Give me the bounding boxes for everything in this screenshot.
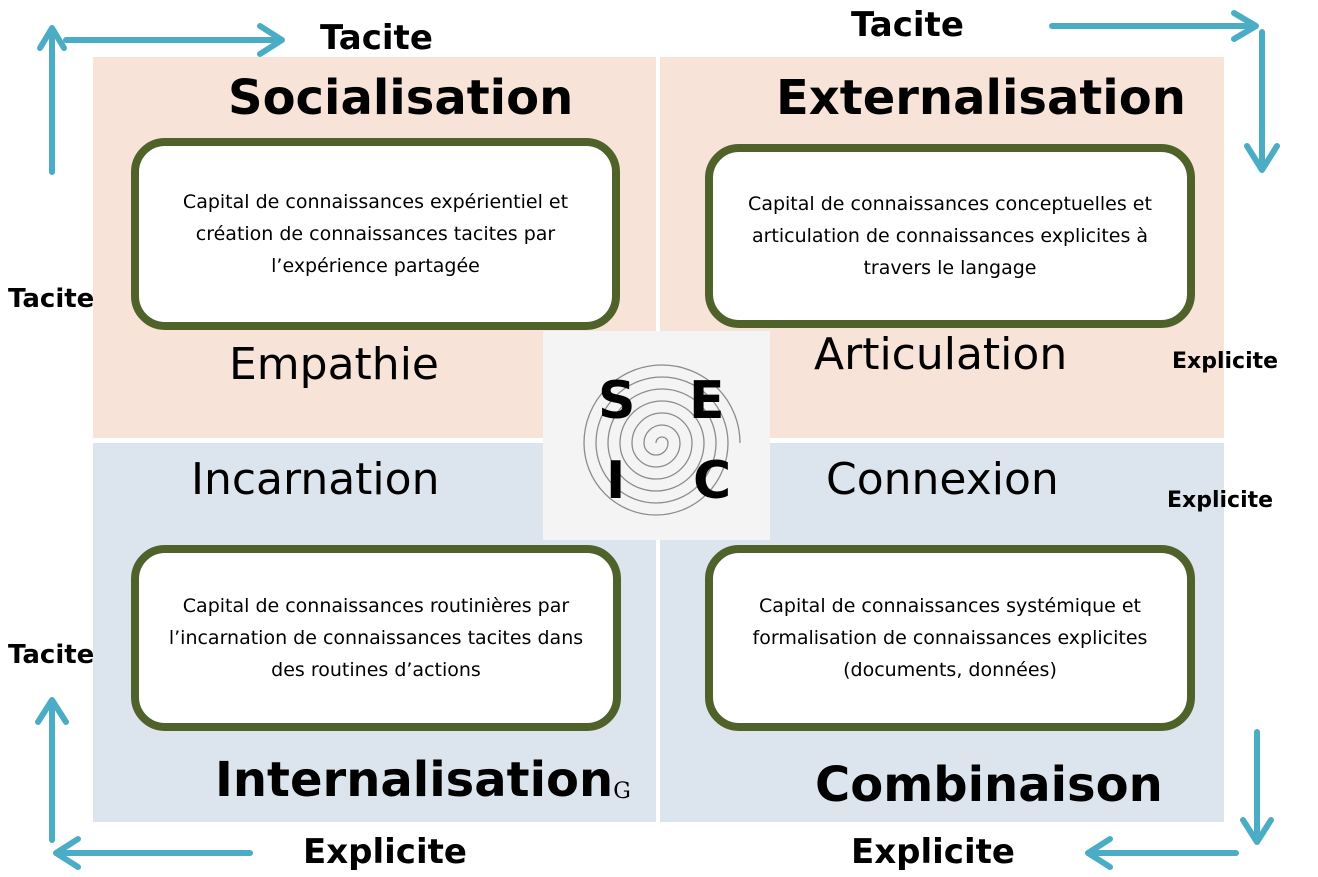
combinaison-subtitle: Connexion (826, 454, 1059, 505)
letter-i: I (606, 451, 626, 511)
label-left-lower: Tacite (8, 640, 95, 670)
internalisation-subtitle: Incarnation (191, 454, 440, 505)
label-left-upper: Tacite (8, 284, 95, 314)
socialisation-title: Socialisation (228, 70, 574, 126)
label-bottom-right: Explicite (851, 832, 1015, 872)
letter-e: E (689, 371, 725, 431)
combinaison-text: Capital de connaissances systémique et f… (752, 595, 1148, 681)
arrow-bottom-left-icon (53, 836, 253, 870)
internalisation-text: Capital de connaissances routinières par… (168, 595, 584, 681)
label-bottom-left: Explicite (303, 832, 467, 872)
externalisation-box: Capital de connaissances conceptuelles e… (705, 144, 1195, 328)
label-right-lower: Explicite (1167, 488, 1274, 513)
arrow-top-right-icon (1049, 10, 1280, 173)
label-top-left: Tacite (320, 18, 433, 58)
internalisation-title: InternalisationG (215, 752, 631, 808)
socialisation-subtitle: Empathie (229, 339, 439, 390)
arrow-bottom-right-icon (1085, 836, 1239, 870)
letter-s: S (598, 371, 636, 431)
externalisation-subtitle: Articulation (814, 329, 1068, 380)
spiral-icon (583, 364, 741, 516)
externalisation-text: Capital de connaissances conceptuelles e… (748, 193, 1152, 279)
label-top-right: Tacite (851, 5, 964, 45)
combinaison-title: Combinaison (815, 757, 1163, 813)
letter-c: C (693, 451, 732, 511)
externalisation-title: Externalisation (776, 70, 1186, 126)
arrow-bottom-right-down-icon (1240, 729, 1274, 845)
socialisation-box: Capital de connaissances expérientiel et… (131, 138, 620, 330)
socialisation-text: Capital de connaissances expérientiel et… (182, 191, 569, 277)
arrow-top-left-icon (37, 23, 285, 175)
internalisation-box: Capital de connaissances routinières par… (131, 545, 621, 731)
seci-spiral-panel: S E I C (543, 331, 770, 540)
combinaison-box: Capital de connaissances systémique et f… (705, 545, 1195, 731)
arrow-bottom-left-up-icon (35, 697, 69, 843)
internalisation-title-suffix: G (613, 779, 631, 804)
label-right-upper: Explicite (1172, 349, 1279, 374)
